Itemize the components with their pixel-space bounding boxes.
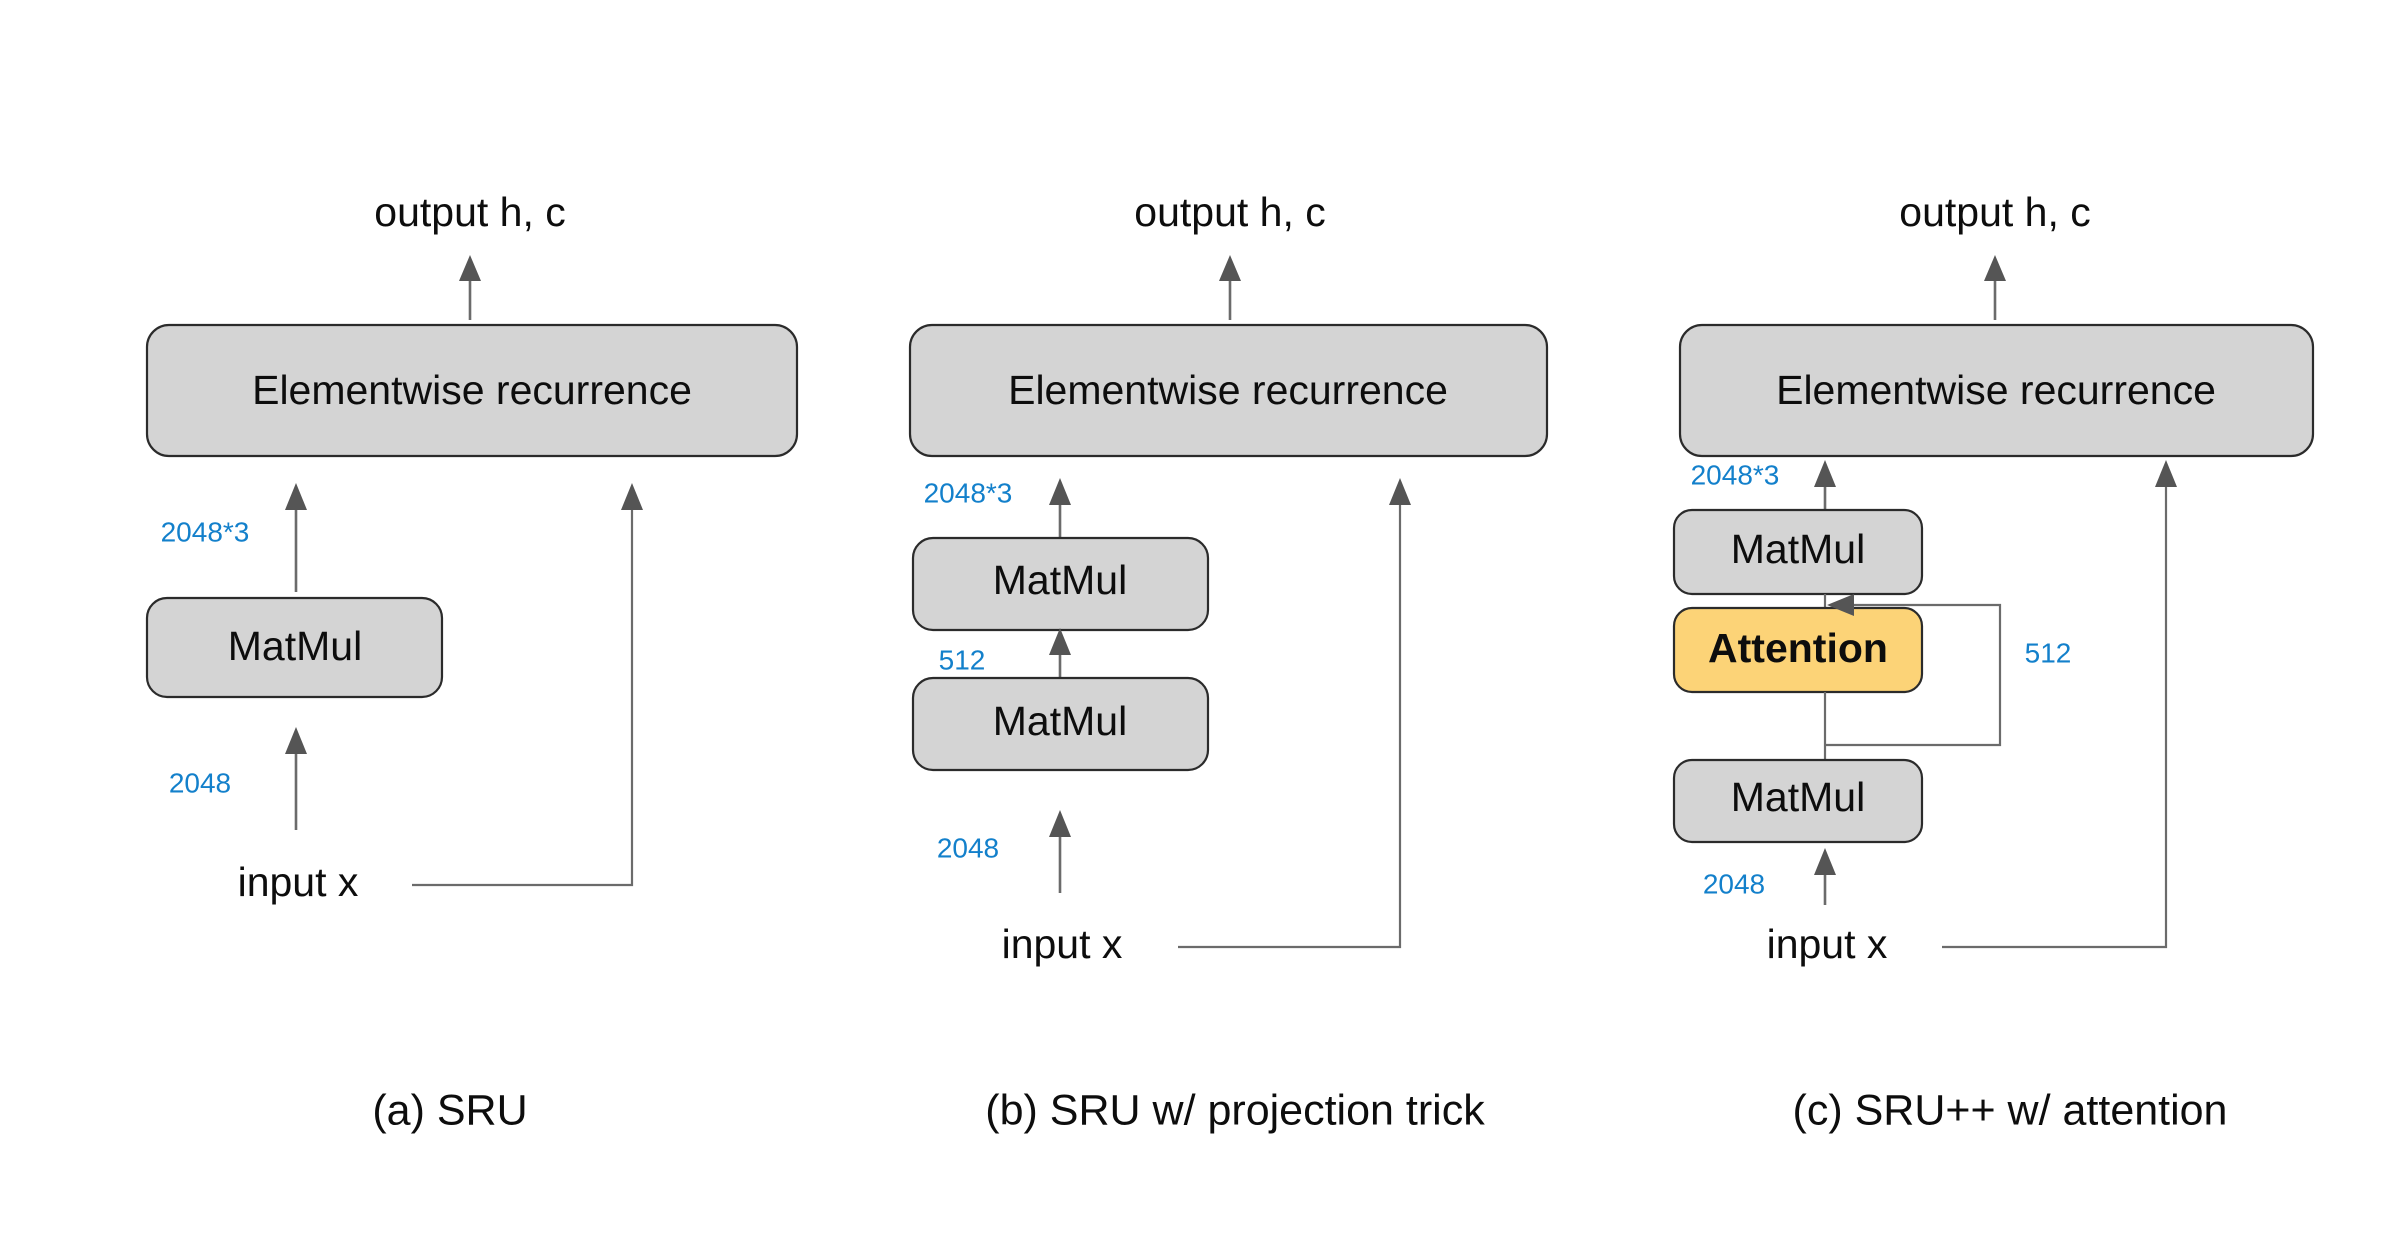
panel-a-matmul-box: MatMul [145, 596, 444, 699]
panel-c-matmul-bottom-box: MatMul [1672, 758, 1924, 844]
panel-c-input-label: input x [1767, 921, 1888, 967]
panel-c-residual-skip-connection [1826, 594, 2002, 747]
panel-b-matmul-bottom-label: MatMul [993, 698, 1127, 744]
panel-a-caption: (a) SRU [372, 1086, 527, 1134]
panel-b-arrow-input-to-matmul [1049, 810, 1071, 893]
panel-c-caption: (c) SRU++ w/ attention [1793, 1086, 2228, 1134]
panel-c-dim-512-residual: 512 [2025, 637, 2072, 668]
panel-b-dim-2048: 2048 [937, 832, 999, 863]
panel-a-output-arrow [459, 255, 481, 320]
panel-c-matmul-top-label: MatMul [1731, 526, 1865, 572]
panel-c-matmul-bottom-label: MatMul [1731, 774, 1865, 820]
panel-b-dim-512: 512 [939, 644, 986, 675]
panel-b-dim-2048x3: 2048*3 [924, 477, 1013, 508]
panel-b-elementwise-recurrence-box: Elementwise recurrence [908, 323, 1549, 458]
panel-b: output h, c Elementwise recurrence 2048*… [908, 189, 1549, 967]
panel-c-elementwise-recurrence-box: Elementwise recurrence [1678, 323, 2315, 458]
panel-b-matmul-top-box: MatMul [911, 536, 1210, 632]
panel-b-matmul-bottom-box: MatMul [911, 676, 1210, 772]
panel-c-bypass-connection [1942, 460, 2177, 949]
panel-c-elementwise-recurrence-label: Elementwise recurrence [1776, 367, 2216, 413]
panel-a-elementwise-recurrence-label: Elementwise recurrence [252, 367, 692, 413]
panel-a-matmul-label: MatMul [228, 623, 362, 669]
panel-a-input-label: input x [238, 859, 359, 905]
panel-a-elementwise-recurrence-box: Elementwise recurrence [145, 323, 799, 458]
panel-a-dim-2048: 2048 [169, 767, 231, 798]
panel-b-output-label: output h, c [1134, 189, 1325, 235]
panel-c-dim-2048: 2048 [1703, 868, 1765, 899]
panel-a-bypass-connection [412, 483, 643, 887]
panel-c-arrow-input-to-matmul [1814, 848, 1836, 905]
panel-b-bypass-connection [1178, 478, 1411, 949]
panel-a-dim-2048x3: 2048*3 [161, 516, 250, 547]
panel-b-output-arrow [1219, 255, 1241, 320]
panel-b-elementwise-recurrence-label: Elementwise recurrence [1008, 367, 1448, 413]
panel-b-matmul-top-label: MatMul [993, 557, 1127, 603]
panel-c-matmul-top-box: MatMul [1672, 508, 1924, 596]
panel-c-arrow-matmul-top-to-recurrence [1814, 460, 1836, 512]
panel-a: output h, c Elementwise recurrence 2048*… [145, 189, 799, 905]
panel-c-output-label: output h, c [1899, 189, 2090, 235]
panel-a-arrow-input-to-matmul [285, 727, 307, 830]
panel-b-caption: (b) SRU w/ projection trick [985, 1086, 1485, 1134]
panel-a-output-label: output h, c [374, 189, 565, 235]
panel-c-output-arrow [1984, 255, 2006, 320]
panel-c-attention-label: Attention [1708, 625, 1888, 671]
panel-a-arrow-matmul-to-recurrence [285, 483, 307, 592]
panel-c-dim-2048x3: 2048*3 [1691, 459, 1780, 490]
panel-c: output h, c Elementwise recurrence 2048*… [1672, 189, 2315, 967]
panel-c-attention-box: Attention [1672, 606, 1924, 694]
panel-b-input-label: input x [1002, 921, 1123, 967]
